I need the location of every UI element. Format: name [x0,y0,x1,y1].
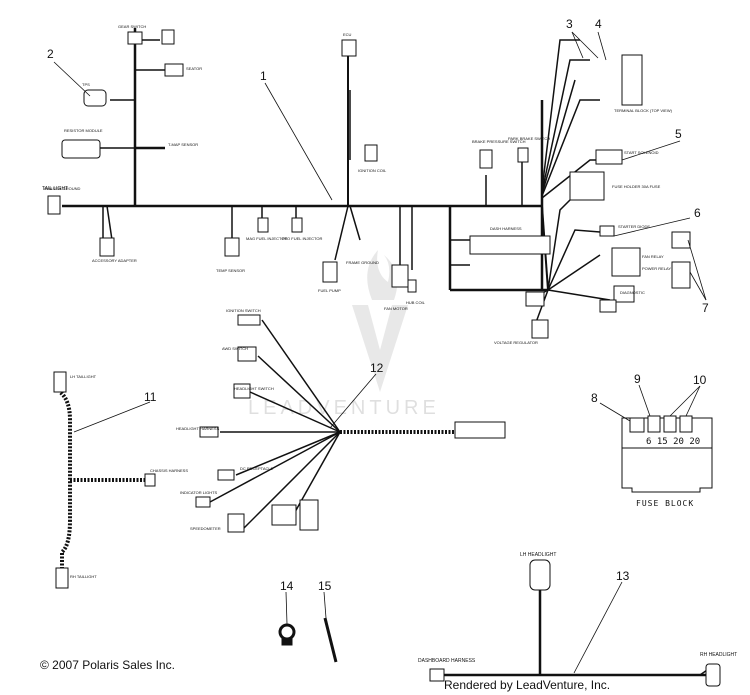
label-ignition-switch: IGNITION SWITCH [226,308,261,313]
label-fan-relay: FAN RELAY [642,254,664,259]
label-dc-receptacle: DC RECEPTACLE [240,466,274,471]
callout-15: 15 [318,579,332,593]
callout-6: 6 [694,206,701,220]
label-lh-taillight: LH TAILLIGHT [70,374,97,379]
label-temp-sensor: TEMP SENSOR [216,268,245,273]
callout-1: 1 [260,69,267,83]
label-starter-diode: STARTER DIODE [618,224,650,229]
callout-7: 7 [702,301,709,315]
connectors [47,29,691,339]
label-fan-motor: FAN MOTOR [384,306,408,311]
label-lh-headlight: LH HEADLIGHT [520,552,556,558]
callout-10: 10 [693,373,707,387]
headlight-harness [429,559,721,687]
label-terminal-block: TERMINAL BLOCK (TOP VIEW) [614,108,673,113]
label-chassis-ground: CHASSIS GROUND [44,186,81,191]
label-frame-ground: FRAME GROUND [346,260,379,265]
label-speedometer: SPEEDOMETER [190,526,221,531]
label-accessory-adapter: ACCESSORY ADAPTER [92,258,137,263]
callout-2: 2 [47,47,54,61]
callout-11: 11 [144,390,157,404]
label-rh-taillight: RH TAILLIGHT [70,574,97,579]
rendered-by-text: Rendered by LeadVenture, Inc. [444,678,611,692]
label-pto-fuel-injector: PTO FUEL INJECTOR [282,236,322,241]
label-awd-switch: AWD SWITCH [222,346,248,351]
svg-text:LEADVENTURE: LEADVENTURE [248,397,440,419]
callout-12: 12 [370,361,384,375]
label-tps: TPS [82,82,90,87]
fuse-block [621,415,713,493]
label-resistor-module: RESISTOR MODULE [64,128,103,133]
callout-leaders [53,31,707,674]
label-ecu: ECU [343,32,352,37]
callout-8: 8 [591,391,598,405]
label-tail-light: TAIL LIGHT [42,186,68,192]
chassis-harness [53,371,156,589]
label-ignition-coil: IGNITION COIL [358,168,387,173]
label-tmap: T-MAP SENSOR [168,142,198,147]
callout-13: 13 [616,569,630,583]
label-rh-headlight: RH HEADLIGHT [700,652,737,658]
label-indicator-lights: INDICATOR LIGHTS [180,490,218,495]
label-diagnostic: DIAGNOSTIC [620,290,645,295]
label-power-relay: POWER RELAY [642,266,671,271]
small-parts [278,617,338,663]
label-fuel-pump: FUEL PUMP [318,288,341,293]
label-fuse-holder: FUSE HOLDER 30A FUSE [612,184,661,189]
copyright-text: © 2007 Polaris Sales Inc. [40,658,175,672]
label-voltage-regulator: VOLTAGE REGULATOR [494,340,538,345]
callout-14: 14 [280,579,294,593]
label-fuse-block: FUSE BLOCK [636,499,694,508]
label-headlight-harness: HEADLIGHT HARNESS [176,426,220,431]
label-mag-fuel-injector: MAG FUEL INJECTOR [246,236,287,241]
label-park-brake: PARK BRAKE SWITCH [508,136,550,141]
callout-3: 3 [566,17,573,31]
callout-numbers: 1 2 3 4 5 6 7 8 9 10 11 12 13 14 15 [47,17,709,593]
label-gear-switch: GEAR SWITCH [118,24,146,29]
callout-4: 4 [595,17,602,31]
main-harness [62,28,611,326]
label-dashboard-harness: DASHBOARD HARNESS [418,658,476,664]
label-fuse-values: 6 15 20 20 [646,437,700,447]
component-labels: GEAR SWITCH ECU TPS RESISTOR MODULE SEAT… [42,24,737,664]
dash-harness [195,314,506,533]
label-seat-switch: SEATOR [186,66,202,71]
label-brake-switch: BRAKE PRESSURE SWITCH [472,139,526,144]
label-hub-coil: HUB COIL [406,300,426,305]
callout-5: 5 [675,127,682,141]
label-chassis-harness: CHASSIS HARNESS [150,468,188,473]
label-start-solenoid: START SOLENOID [624,150,659,155]
callout-9: 9 [634,372,641,386]
label-headlight-switch: HEADLIGHT SWITCH [234,386,274,391]
label-dash-harness: DASH HARNESS [490,226,522,231]
watermark-logo: LEADVENTURE [248,250,440,419]
